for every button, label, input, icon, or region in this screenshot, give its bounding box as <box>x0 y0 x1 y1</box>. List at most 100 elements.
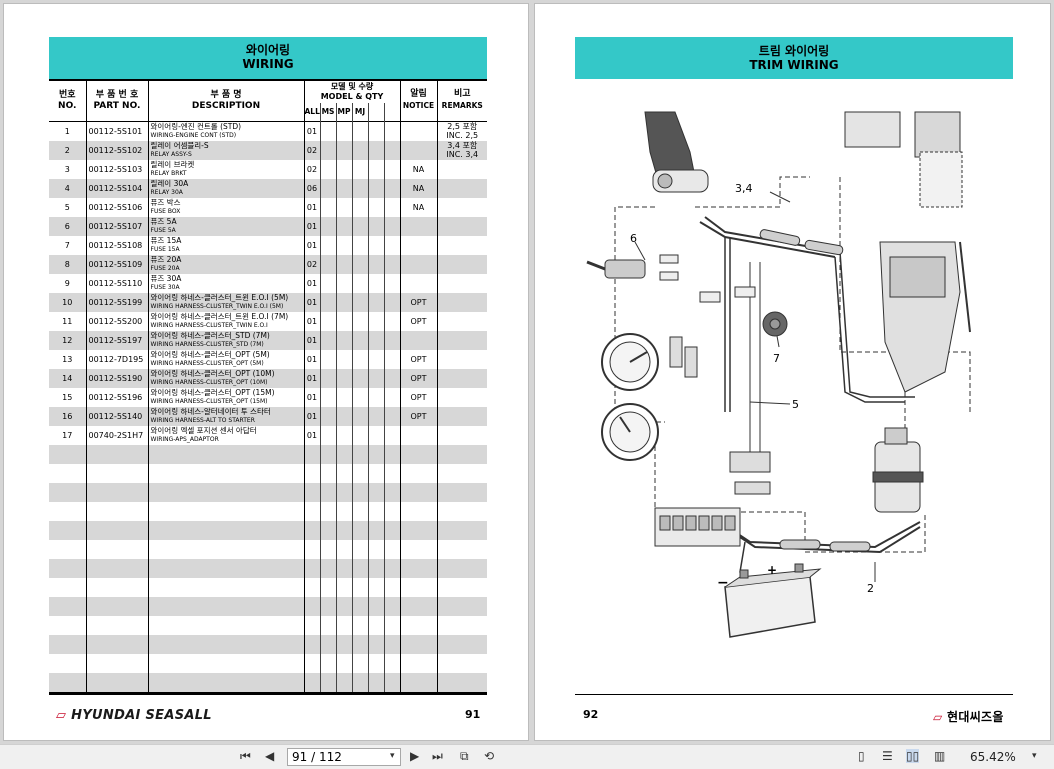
two-page-view-icon[interactable]: ▯▯ <box>906 749 920 763</box>
qty-ms <box>319 520 336 540</box>
qty-mp <box>335 596 352 616</box>
single-page-view-icon[interactable]: ▯ <box>858 749 865 763</box>
notice <box>399 482 437 502</box>
qty-extra <box>367 463 384 483</box>
qty-mj <box>351 235 368 255</box>
qty-ms <box>319 292 336 312</box>
section-title-korean: 와이어링 <box>245 43 291 57</box>
description-korean: 퓨즈 20A <box>150 255 182 264</box>
remarks <box>436 463 487 483</box>
first-page-button[interactable]: ⏮ <box>240 749 251 763</box>
qty-extra <box>383 539 400 559</box>
table-row <box>49 672 487 694</box>
description-english: FUSE 15A <box>150 246 180 253</box>
qty-extra <box>367 292 384 312</box>
part-description <box>148 444 304 464</box>
row-number: 13 <box>49 349 87 369</box>
continuous-view-icon[interactable]: ☰ <box>882 749 893 763</box>
callout-5: 5 <box>792 398 799 411</box>
two-page-continuous-icon[interactable]: ▥ <box>934 749 946 763</box>
row-number <box>49 615 87 635</box>
part-number: 00112-5S110 <box>86 273 149 293</box>
row-number <box>49 482 87 502</box>
notice <box>399 672 437 694</box>
qty-extra <box>383 501 400 521</box>
qty-ms <box>319 558 336 578</box>
description-english: FUSE BOX <box>150 208 181 215</box>
notice: OPT <box>399 311 437 331</box>
table-row <box>49 558 487 578</box>
part-number <box>86 577 149 597</box>
qty-mj <box>351 482 368 502</box>
table-row <box>49 463 487 483</box>
brand-logo: ▱ HYUNDAI SEASALL <box>56 708 212 723</box>
row-number: 3 <box>49 159 87 179</box>
brand-mark-icon: ▱ <box>56 708 67 723</box>
part-number: 00112-5S196 <box>86 387 149 407</box>
qty-extra <box>367 444 384 464</box>
notice <box>399 235 437 255</box>
qty-extra <box>383 254 400 274</box>
part-description <box>148 616 304 635</box>
page-dropdown-icon[interactable]: ▾ <box>390 751 395 761</box>
page-number-input[interactable] <box>287 748 401 766</box>
qty-mp <box>335 520 352 540</box>
qty-mj <box>351 596 368 616</box>
remarks <box>436 482 487 502</box>
row-number <box>49 634 87 654</box>
part-number <box>86 539 149 559</box>
remarks <box>436 539 487 559</box>
qty-ms <box>319 539 336 559</box>
table-row <box>49 577 487 597</box>
qty-mj <box>351 349 368 369</box>
remarks <box>436 634 487 654</box>
qty-all: 01 <box>303 368 320 388</box>
qty-ms <box>319 425 336 445</box>
rotate-icon[interactable]: ⟲ <box>484 749 495 763</box>
zoom-dropdown-icon[interactable]: ▾ <box>1032 751 1037 761</box>
fit-page-icon[interactable]: ⧉ <box>460 749 469 763</box>
header-model-col: MP <box>335 103 352 121</box>
qty-extra <box>367 254 384 274</box>
qty-extra <box>367 425 384 445</box>
description-english: RELAY ASSY-S <box>150 151 192 158</box>
qty-ms <box>319 254 336 274</box>
qty-extra <box>383 197 400 217</box>
qty-mp <box>335 368 352 388</box>
table-row <box>49 539 487 559</box>
notice <box>399 520 437 540</box>
part-number: 00112-5S200 <box>86 311 149 331</box>
qty-mj <box>351 140 368 160</box>
part-number: 00112-5S140 <box>86 406 149 426</box>
notice <box>399 577 437 597</box>
qty-ms <box>319 482 336 502</box>
qty-ms <box>319 501 336 521</box>
last-page-button[interactable]: ⏭ <box>432 749 443 763</box>
remarks: 3,4 포함 INC. 3,4 <box>436 140 487 160</box>
qty-all <box>303 463 320 483</box>
table-row <box>49 482 487 502</box>
part-number: 00112-5S197 <box>86 330 149 350</box>
notice: OPT <box>399 387 437 407</box>
zoom-level[interactable]: 65.42% <box>970 750 1016 764</box>
qty-extra <box>367 615 384 635</box>
remarks <box>436 311 487 331</box>
prev-page-button[interactable]: ◀ <box>265 749 275 763</box>
qty-mp <box>335 235 352 255</box>
qty-ms <box>319 235 336 255</box>
part-description <box>148 596 304 616</box>
next-page-button[interactable]: ▶ <box>410 749 420 763</box>
qty-all: 01 <box>303 425 320 445</box>
qty-extra <box>367 349 384 369</box>
qty-extra <box>367 178 384 198</box>
